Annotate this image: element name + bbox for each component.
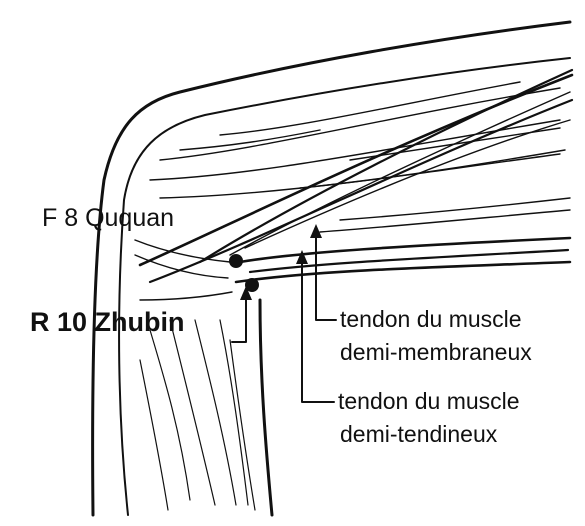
semitendinosus-label-line1: tendon du muscle [338,388,520,414]
semimembranosus-label-line2: demi-membraneux [340,339,532,365]
calf-outline [258,298,274,517]
semitendinosus-arrow [296,250,308,264]
inner-outline [118,57,571,516]
semimembranosus-arrow [310,224,322,238]
semimembranosus-label-line1: tendon du muscle [340,306,522,332]
hamstring-tendons [234,197,572,284]
r10-zhubin-label: R 10 Zhubin [30,307,185,337]
semimembranosus-leader [315,231,337,321]
f8-ququan-point [229,254,243,268]
r10-arrow [240,286,252,300]
thigh-muscle-hatching [149,81,566,199]
r10-leader [231,297,247,343]
f8-ququan-label: F 8 Ququan [42,204,174,232]
arrowheads [240,224,322,300]
thigh-outline [91,20,572,517]
semitendinosus-leader [301,257,335,403]
semitendinosus-label-line2: demi-tendineux [340,421,498,447]
tendon-bands [138,68,574,284]
calf-muscle-hatching [139,319,256,511]
knee-crease [134,239,233,301]
r10-zhubin-point [245,278,259,292]
